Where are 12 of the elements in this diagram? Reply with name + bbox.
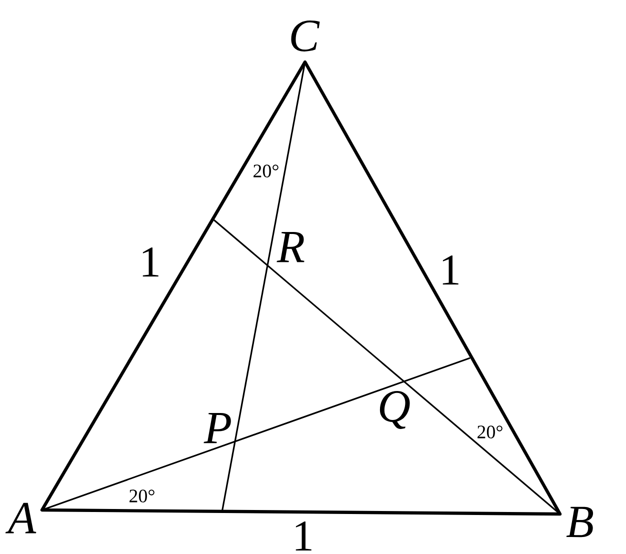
angle-label: 20° [130,490,154,502]
side-length-label: 1 [142,247,158,277]
side-length-label: 1 [442,255,458,285]
angle-label: 20° [254,164,278,178]
vertex-label: B [566,506,594,538]
point-label: P [204,412,231,444]
vertex-label: A [5,502,36,534]
point-label: Q [380,391,410,429]
vertex-label: C [291,20,320,52]
side-length-label: 1 [296,521,312,551]
angle-label: 20° [478,426,502,438]
point-label: R [276,232,304,262]
